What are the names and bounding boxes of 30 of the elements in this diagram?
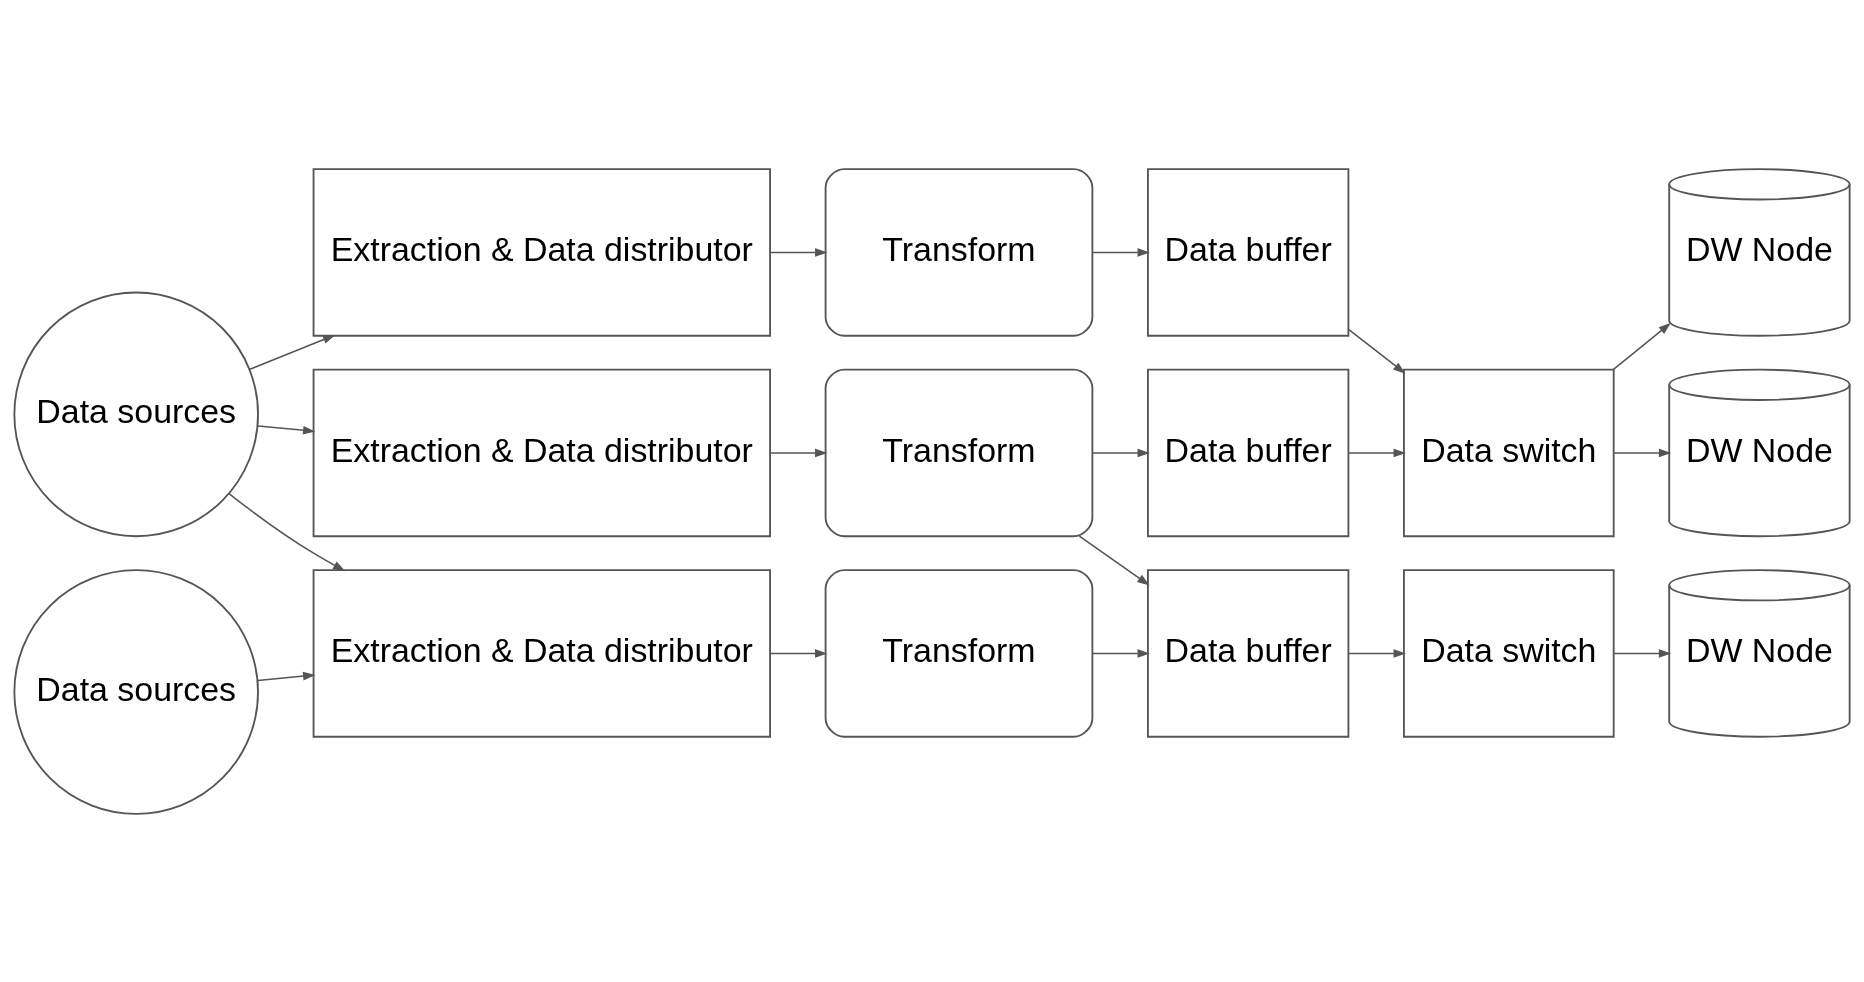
arrow [257,424,316,435]
node-box: Data buffer [1147,167,1350,337]
node-box: Extraction & Data distributor [312,167,771,337]
arrow [1613,448,1672,457]
node-box: Extraction & Data distributor [312,368,771,537]
arrow [249,334,336,370]
node-box: Data switch [1403,368,1615,537]
arrow [1347,648,1406,658]
arrow [1347,328,1406,374]
arrow [769,648,828,658]
node-box: Data buffer [1147,368,1350,537]
node-box: Data switch [1403,568,1615,738]
arrow [1612,322,1671,370]
node-circle: Data sources [13,291,259,537]
node-box: Data buffer [1147,568,1350,738]
arrow [257,671,316,681]
arrow [228,492,346,571]
arrow [1091,648,1150,658]
arrow [1078,534,1150,585]
node-circle: Data sources [13,568,259,815]
node-box: Transform [824,568,1094,738]
arrow [769,448,828,457]
arrow [1613,648,1672,658]
node-box: Extraction & Data distributor [312,568,771,738]
node-box: Transform [824,167,1094,337]
node-box: Transform [824,368,1094,537]
arrow [1091,448,1150,457]
arrow [1091,247,1150,257]
arrow [1347,448,1406,457]
arrow [769,247,828,257]
